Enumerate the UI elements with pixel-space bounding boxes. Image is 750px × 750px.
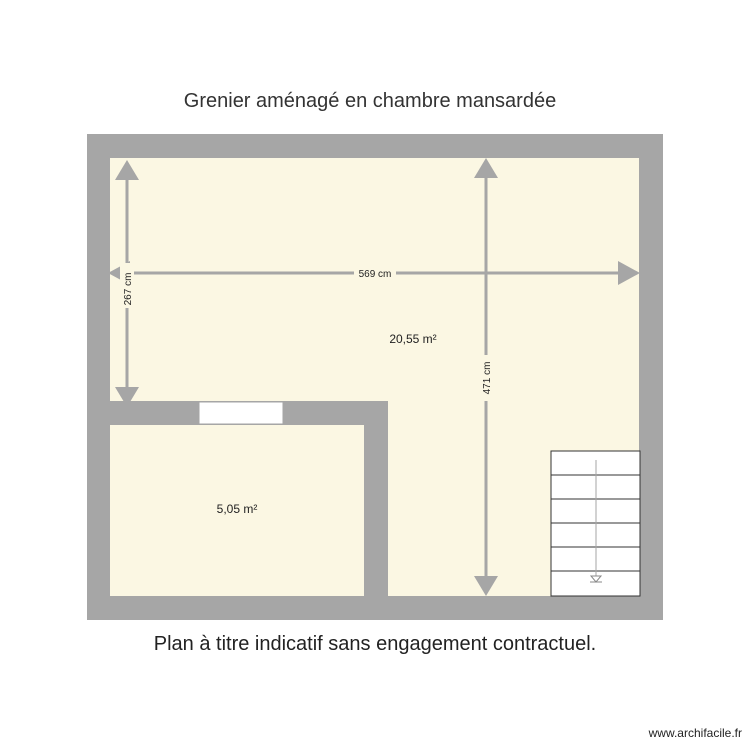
disclaimer: Plan à titre indicatif sans engagement c… (153, 633, 597, 655)
main-room-area: 20,55 m² (389, 332, 436, 346)
dimension-vertical-right: 471 cm (474, 158, 498, 596)
dimension-vertical-left-label: 267 cm (123, 273, 134, 306)
small-room-floor (110, 425, 364, 596)
window (198, 401, 284, 425)
stair-direction-arrow-icon (589, 575, 603, 583)
watermark: www.archifacile.fr (648, 726, 742, 740)
staircase (550, 450, 641, 597)
dimension-vertical-right-label: 471 cm (482, 362, 493, 395)
dimension-vertical-left: 267 cm (115, 160, 139, 407)
main-room-floor (110, 158, 639, 596)
small-room-area: 5,05 m² (217, 502, 258, 516)
plan-title: Grenier aménagé en chambre mansardée (183, 90, 557, 112)
dimension-horizontal-label: 569 cm (359, 269, 392, 280)
